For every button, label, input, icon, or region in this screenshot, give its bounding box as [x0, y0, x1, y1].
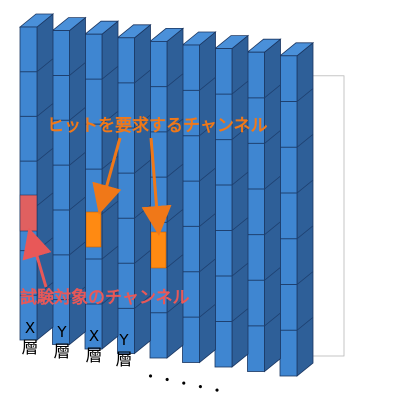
cell-divider-side — [199, 122, 216, 137]
cell-divider-side — [264, 130, 281, 144]
cell-divider-side — [264, 312, 281, 327]
cell-divider-side — [231, 80, 249, 95]
cell-divider-side — [134, 159, 151, 174]
annotations: ヒットを要求するチャンネル 試験対象のチャンネル — [20, 115, 268, 308]
hit-required-label: ヒットを要求するチャンネル — [47, 115, 268, 136]
slab-front-face — [19, 26, 38, 341]
cell-divider-side — [36, 103, 54, 117]
arrow-icon — [22, 227, 52, 288]
layer-word-label: 層 — [22, 338, 39, 358]
cell-divider-side — [199, 258, 216, 273]
cell-divider-side — [69, 196, 86, 211]
cell-divider-side — [231, 126, 249, 140]
layer-axis-label: X — [89, 327, 99, 345]
cell-divider-side — [69, 62, 86, 76]
cell-divider-side — [69, 106, 86, 121]
cell-divider-side — [134, 114, 151, 129]
layer-word-label: 層 — [86, 346, 103, 366]
cell-divider-side — [166, 299, 184, 314]
cell-divider-side — [101, 290, 119, 305]
cell-divider-side — [166, 163, 184, 178]
cell-divider-side — [199, 213, 216, 227]
cell-divider-side — [36, 147, 54, 162]
cell-divider-side — [296, 225, 314, 240]
hit-channel-cell-1 — [85, 211, 102, 248]
cell-divider-side — [199, 167, 216, 182]
cell-divider-side — [134, 295, 151, 309]
cell-divider-side — [36, 281, 54, 296]
test-channel-cell — [19, 194, 38, 232]
cell-divider-side — [36, 58, 54, 73]
layer-slab-4 — [116, 23, 152, 355]
slab-front-face — [247, 51, 265, 372]
layer-slab-9 — [278, 41, 315, 377]
slab-front-face — [149, 41, 168, 359]
slab-side-face — [199, 31, 216, 364]
layer-slab-7 — [213, 34, 250, 368]
layer-axis-label: Y — [56, 323, 67, 341]
cell-divider-side — [134, 249, 151, 264]
cell-divider-side — [231, 308, 249, 322]
slab-side-face — [296, 41, 314, 377]
test-target-label: 試験対象のチャンネル — [20, 287, 190, 308]
cell-divider-side — [296, 316, 314, 331]
cell-divider-side — [69, 241, 86, 256]
layer-word-label: 層 — [54, 342, 71, 362]
arrow-icon — [92, 137, 122, 215]
cell-divider-side — [134, 69, 151, 84]
cell-divider-side — [166, 118, 184, 133]
cell-divider-side — [101, 245, 119, 260]
cell-divider-side — [296, 271, 314, 285]
cell-divider-side — [101, 65, 119, 80]
layer-axis-label: Y — [118, 331, 129, 349]
cell-divider-side — [264, 221, 281, 235]
cell-divider-side — [296, 88, 314, 102]
layer-slab-8 — [246, 38, 282, 373]
hit-channel-cell-2 — [150, 231, 167, 269]
cell-divider-side — [296, 179, 314, 194]
slab-front-face — [279, 55, 298, 377]
cell-divider-side — [199, 303, 216, 318]
slab-side-face — [166, 27, 184, 359]
cell-divider-side — [264, 84, 281, 99]
slab-side-face — [231, 34, 249, 368]
cell-divider-side — [36, 192, 54, 207]
layer-axis-label: X — [25, 319, 35, 337]
cell-divider-side — [231, 171, 249, 186]
cell-divider-side — [199, 77, 216, 91]
slab-front-face — [182, 44, 200, 363]
layer-slabs — [18, 13, 315, 377]
layer-slab-6 — [181, 31, 217, 364]
slab-front-face — [214, 48, 233, 368]
cell-divider-side — [69, 286, 86, 300]
layer-slab-2 — [51, 16, 87, 346]
cell-divider-side — [166, 254, 184, 268]
arrow-icon — [141, 137, 172, 236]
slab-side-face — [264, 38, 281, 373]
cell-divider-side — [264, 266, 281, 281]
cell-divider-side — [166, 73, 184, 87]
cell-divider-side — [264, 175, 281, 190]
cell-divider-side — [231, 217, 249, 231]
layer-word-label: 層 — [116, 350, 133, 370]
cell-divider-side — [69, 151, 86, 166]
cell-divider-side — [296, 133, 314, 148]
cell-divider-side — [101, 110, 119, 125]
ellipsis-label: ・・・・・ — [141, 366, 228, 397]
cell-divider-side — [231, 262, 249, 277]
